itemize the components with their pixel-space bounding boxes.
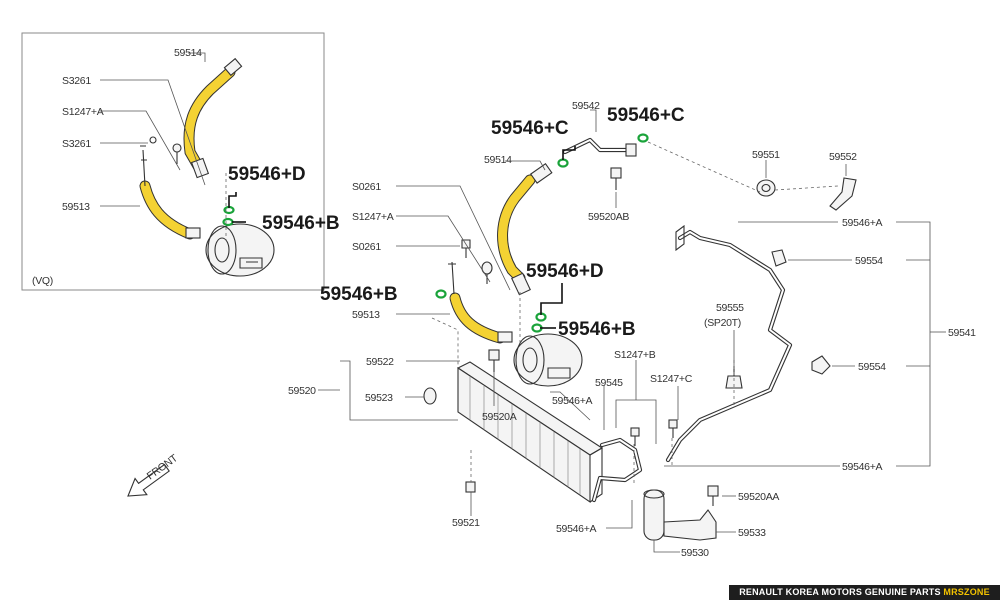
front-label: FRONT [145,452,181,483]
inset-oring-b [222,217,234,227]
label-s1247a: S1247+A [352,211,394,223]
inset-frame [21,32,325,291]
label-59546a-bottom: 59546+A [556,523,597,535]
bolt-s0261-lower [481,261,493,284]
front-direction-arrow-icon [127,463,170,497]
inset-hose-59513 [139,145,201,240]
label-59520ab: 59520AB [588,211,629,223]
footer-text: RENAULT KOREA MOTORS GENUINE PARTS [739,587,944,597]
inset-compressor [205,223,275,277]
cap-59551 [756,179,776,197]
label-sp20t: (SP20T) [704,317,741,329]
bolt-s1247-c [668,419,678,438]
inset-washer-s1247 [149,136,157,144]
label-59546a-right: 59546+A [842,217,883,229]
inset-label-s3261-a: S3261 [62,75,91,87]
inset-bolt-s3261-upper [172,143,182,164]
label-59520a: 59520A [482,411,517,423]
callout-59546-b-left: 59546+B [320,284,398,305]
label-59541: 59541 [948,327,976,339]
bolt-59521 [465,481,476,493]
label-59545: 59545 [595,377,623,389]
inset-label-59514: 59514 [174,47,202,59]
label-59546a-mid: 59546+A [552,395,593,407]
callout-59546-d: 59546+D [526,261,604,282]
bolt-59520aa [707,485,719,506]
label-59514: 59514 [484,154,512,166]
label-59520: 59520 [288,385,316,397]
inset-label-s3261-b: S3261 [62,138,91,150]
inset-label-s1247a: S1247+A [62,106,104,118]
oring-c-left [557,158,569,168]
label-59555: 59555 [716,302,744,314]
label-59551: 59551 [752,149,780,161]
label-s1247c: S1247+C [650,373,693,385]
label-s0261-a: S0261 [352,181,381,193]
footer-banner: RENAULT KOREA MOTORS GENUINE PARTS MRSZO… [729,585,1000,600]
condenser-59522 [456,361,604,504]
label-59523: 59523 [365,392,393,404]
compressor [513,333,583,387]
bolt-59520ab [610,167,622,190]
pipe-59542 [562,137,637,157]
label-59552: 59552 [829,151,857,163]
label-59520aa: 59520AA [738,491,779,503]
label-59542: 59542 [572,100,600,112]
label-59554-lower: 59554 [858,361,886,373]
callout-59546-c-right: 59546+C [607,105,685,126]
inset-callout-59546-d: 59546+D [228,164,306,185]
label-59522: 59522 [366,356,394,368]
oring-b-left [435,289,447,299]
oring-c-right [637,133,649,143]
callout-59546-b-right: 59546+B [558,319,636,340]
inset-label-59513: 59513 [62,201,90,213]
clip-59554-upper [771,249,787,267]
label-59546a-lower: 59546+A [842,461,883,473]
pipe-59545 [591,437,643,503]
bolt-59520a [488,349,500,372]
inset-hose-59514 [183,57,243,179]
rubber-mount-59523 [423,387,437,405]
label-s1247b: S1247+B [614,349,656,361]
receiver-drier-59530 [643,489,665,541]
bolt-s1247-b [630,427,640,446]
label-59513: 59513 [352,309,380,321]
inset-variant-label: (VQ) [32,275,53,287]
hose-59514 [497,162,553,296]
label-59530: 59530 [681,547,709,559]
hose-59513 [448,261,513,344]
cap-59552 [829,177,857,211]
inset-callout-59546-b: 59546+B [262,213,340,234]
label-59521: 59521 [452,517,480,529]
callout-59546-c-left: 59546+C [491,118,569,139]
pipe-59541 [665,224,793,463]
label-s0261-b: S0261 [352,241,381,253]
label-59554-upper: 59554 [855,255,883,267]
label-59533: 59533 [738,527,766,539]
footer-brand: MRSZONE [943,587,990,597]
clip-59554-lower [811,355,831,375]
bracket-59533 [663,509,717,541]
